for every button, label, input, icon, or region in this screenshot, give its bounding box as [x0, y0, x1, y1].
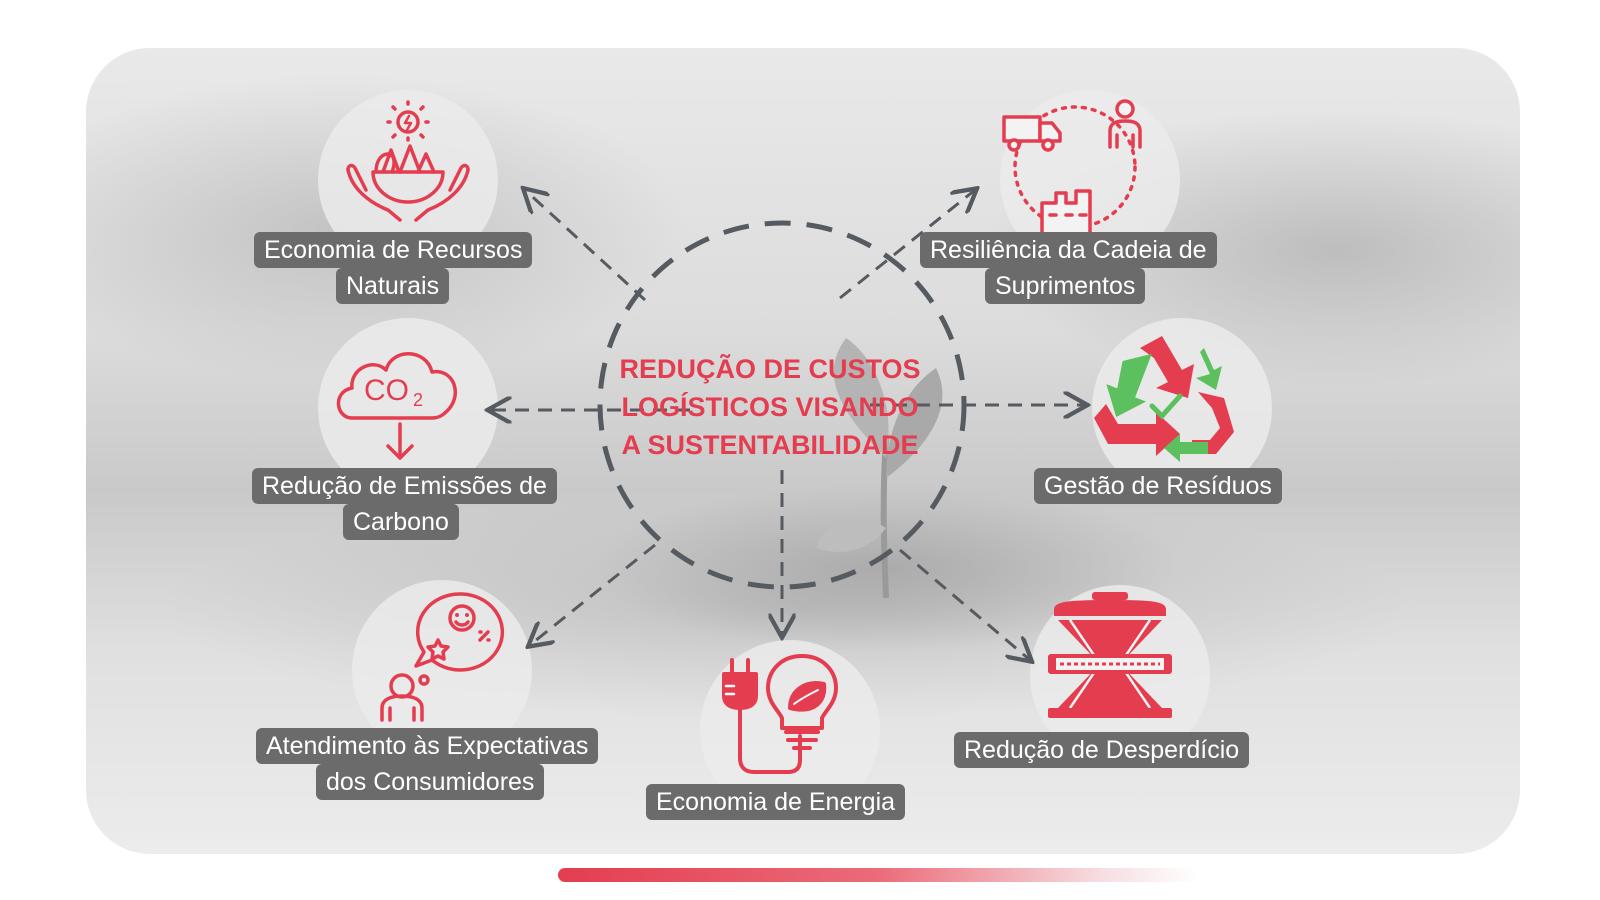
satisfied-customer-icon [380, 592, 505, 722]
label-carbon-line2: Carbono [353, 508, 449, 536]
label-carbon-2: Carbono [343, 504, 459, 540]
label-carbon: Redução de Emissões de [252, 468, 557, 504]
label-supply-chain-line1: Resiliência da Cadeia de [930, 236, 1207, 264]
sprout-photo-icon [816, 338, 943, 599]
label-consumers-2: dos Consumidores [316, 764, 545, 800]
arrow-natural-resources [525, 190, 647, 302]
label-natural-resources-2: Naturais [336, 268, 450, 304]
label-consumers-line1: Atendimento às Expectativas [266, 732, 589, 760]
co2-cloud-icon: CO 2 [336, 352, 458, 460]
waste-bin-icon [1048, 592, 1172, 718]
label-waste-mgmt: Gestão de Resíduos [1034, 468, 1282, 504]
label-energy-line1: Economia de Energia [656, 788, 896, 816]
arrow-consumers [530, 543, 656, 645]
center-title-line2: LOGÍSTICOS VISANDO [621, 392, 919, 422]
label-energy: Economia de Energia [646, 784, 906, 820]
label-waste-reduction-line1: Redução de Desperdício [964, 736, 1240, 764]
center-title: REDUÇÃO DE CUSTOS LOGÍSTICOS VISANDO A S… [610, 350, 930, 464]
arrow-waste-reduction [899, 548, 1030, 660]
label-natural-resources-line2: Naturais [346, 272, 440, 300]
label-consumers: Atendimento às Expectativas [256, 728, 599, 764]
center-title-line1: REDUÇÃO DE CUSTOS [619, 354, 921, 384]
label-consumers-line2: dos Consumidores [326, 768, 535, 796]
label-supply-chain: Resiliência da Cadeia de [920, 232, 1217, 268]
label-natural-resources-line1: Economia de Recursos [264, 236, 523, 264]
label-natural-resources: Economia de Recursos [254, 232, 533, 268]
label-waste-reduction: Redução de Desperdício [954, 732, 1250, 768]
center-title-line3: A SUSTENTABILIDADE [621, 430, 919, 460]
label-waste-mgmt-line1: Gestão de Resíduos [1044, 472, 1272, 500]
label-supply-chain-2: Suprimentos [985, 268, 1146, 304]
arrow-supply-chain [839, 190, 975, 300]
plug-bulb-icon [722, 654, 838, 774]
svg-text:2: 2 [413, 390, 423, 410]
label-supply-chain-line2: Suprimentos [995, 272, 1136, 300]
earth-hands-icon [346, 100, 470, 222]
supply-chain-icon [1002, 99, 1142, 235]
bottom-accent-bar [558, 868, 1198, 882]
recycle-icon [1094, 336, 1234, 462]
svg-text:CO: CO [364, 374, 409, 407]
label-carbon-line1: Redução de Emissões de [262, 472, 547, 500]
